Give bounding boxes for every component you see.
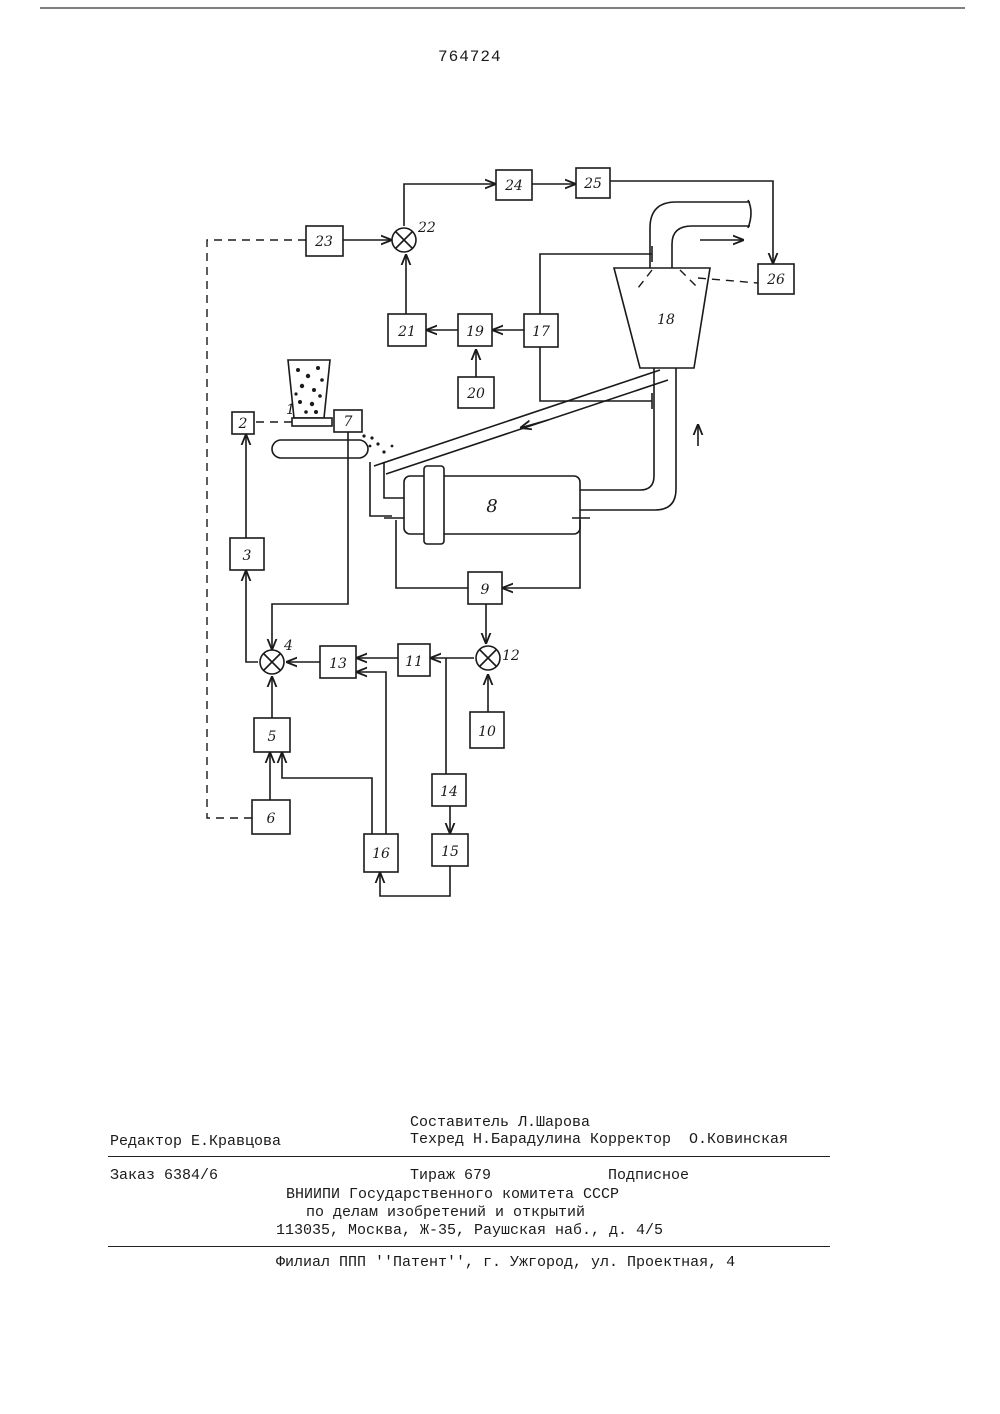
hopper-material — [294, 366, 323, 414]
label-2: 2 — [238, 416, 248, 432]
circulation-line: Тираж 679 — [410, 1167, 491, 1184]
exhaust-pipe-break — [748, 200, 751, 228]
summator-22 — [392, 228, 416, 252]
label-23: 23 — [314, 234, 333, 250]
label-7: 7 — [344, 414, 353, 430]
exhaust-pipe-inner — [672, 226, 750, 268]
riser-pipe-inner — [572, 368, 676, 510]
label-14: 14 — [440, 784, 458, 800]
label-6: 6 — [267, 811, 276, 827]
branch-line: Филиал ППП ''Патент'', г. Ужгород, ул. П… — [276, 1254, 735, 1271]
label-4: 4 — [283, 638, 293, 654]
feeder-1 — [292, 418, 332, 426]
line-7-4 — [272, 432, 348, 650]
summator-4 — [260, 650, 284, 674]
mill-8-flange — [424, 466, 444, 544]
techred-corrector-line: Техред Н.Барадулина Корректор О.Ковинска… — [410, 1131, 788, 1148]
org-line-2: по делам изобретений и открытий — [306, 1204, 585, 1221]
line-16-13 — [356, 672, 386, 834]
label-22: 22 — [417, 220, 436, 236]
mill-inlet-pipe — [370, 462, 392, 516]
label-18: 18 — [657, 312, 675, 328]
address-line: 113035, Москва, Ж-35, Раушская наб., д. … — [276, 1222, 663, 1239]
label-19: 19 — [466, 324, 484, 340]
label-3: 3 — [243, 548, 252, 564]
line-16-5 — [282, 752, 372, 834]
conveyor-belt — [272, 440, 368, 458]
label-25: 25 — [583, 176, 602, 192]
summator-12 — [476, 646, 500, 670]
label-10: 10 — [478, 724, 496, 740]
label-20: 20 — [466, 386, 485, 402]
dashed-sensor-left — [638, 270, 652, 288]
label-15: 15 — [441, 844, 459, 860]
label-13: 13 — [329, 656, 347, 672]
label-26: 26 — [766, 272, 785, 288]
label-1: 1 — [286, 402, 295, 418]
exhaust-pipe-outer — [650, 202, 750, 268]
mill-inlet-pipe-inner — [384, 462, 404, 498]
return-flow-arrow — [520, 420, 548, 428]
line-17-cyclone-top — [540, 254, 652, 314]
label-12: 12 — [502, 648, 520, 664]
editor-line: Редактор Е.Кравцова — [110, 1133, 281, 1150]
org-line-1: ВНИИПИ Государственного комитета СССР — [286, 1186, 619, 1203]
label-24: 24 — [504, 178, 523, 194]
line-25-26 — [610, 181, 773, 264]
footer-rule-2 — [108, 1246, 830, 1247]
subscription-line: Подписное — [608, 1167, 689, 1184]
line-17-cyclone-bottom — [540, 347, 652, 401]
label-5: 5 — [268, 729, 277, 745]
label-11: 11 — [405, 654, 423, 670]
label-21: 21 — [397, 324, 416, 340]
composer-line: Составитель Л.Шарова — [410, 1114, 590, 1131]
dashed-sensor-right — [680, 270, 698, 288]
label-8: 8 — [486, 496, 497, 517]
return-chute-bottom — [386, 380, 668, 474]
label-9: 9 — [481, 582, 490, 598]
order-line: Заказ 6384/6 — [110, 1167, 218, 1184]
return-chute-top — [374, 370, 660, 466]
label-16: 16 — [372, 846, 390, 862]
footer-rule-1 — [108, 1156, 830, 1157]
label-17: 17 — [532, 324, 550, 340]
line-4-3 — [246, 570, 258, 662]
